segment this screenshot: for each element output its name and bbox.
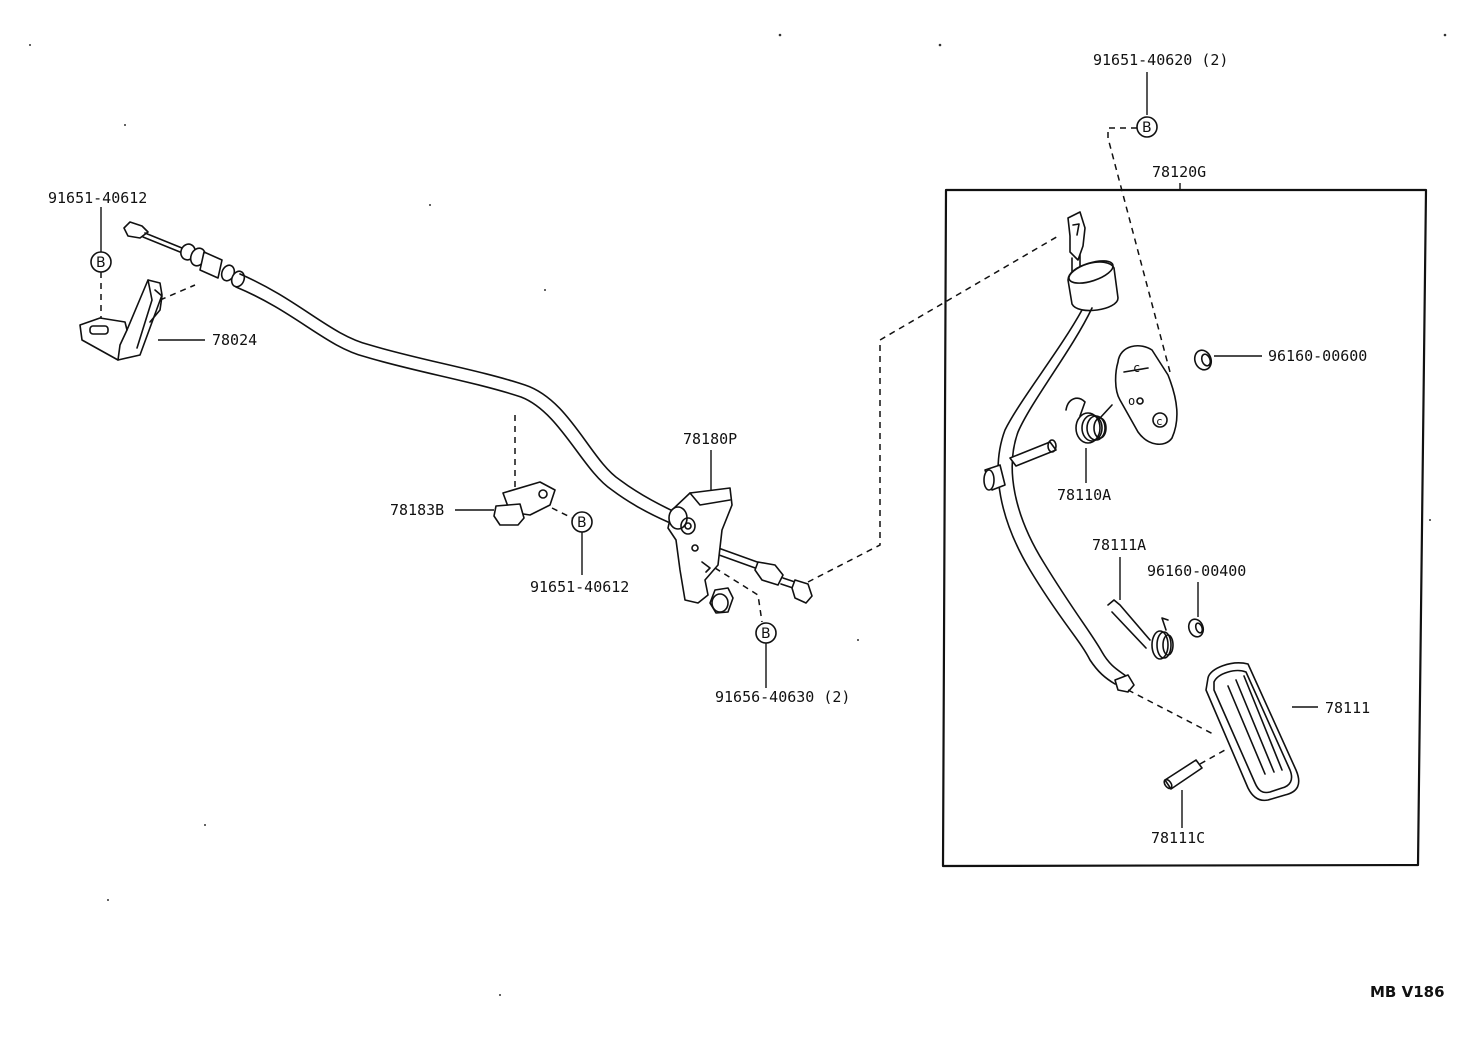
nut-96160-00600 [1193,349,1213,371]
return-spring-78111A [1107,599,1174,660]
bolt-mark: B [1142,120,1152,136]
label-78111: 78111 [1325,699,1370,717]
label-bolt-91651-40612-clamp: 91651-40612 [530,578,629,596]
label-bolt-91651-40612-upper: 91651-40612 [48,189,147,207]
clamp-78183B [493,481,556,526]
torsion-spring-78110A [1065,397,1113,444]
label-78024: 78024 [212,331,257,349]
bolt-mark: B [761,626,771,642]
label-78120G: 78120G [1152,163,1206,181]
pedal-pad-78111 [1205,662,1300,802]
label-78180P: 78180P [683,430,737,448]
label-96160-00600: 96160-00600 [1268,347,1367,365]
pedal-support-plate: c o c [1114,345,1178,445]
bracket-78024 [79,279,163,361]
hole-mark-lower-icon: c [1156,415,1163,428]
bolt-mark: B [577,515,587,531]
pedal-arm [983,211,1135,693]
label-78111A: 78111A [1092,536,1146,554]
label-bolt-91656-40630: 91656-40630 (2) [715,688,850,706]
label-78111C: 78111C [1151,829,1205,847]
sheet-code: MB V186 [1370,983,1445,1001]
pin-78111C [1163,759,1203,790]
bolt-mark: B [96,255,106,271]
bolt-b-circle-icon [1136,116,1158,138]
label-78183B: 78183B [390,501,444,519]
label-96160-00400: 96160-00400 [1147,562,1246,580]
label-78110A: 78110A [1057,486,1111,504]
pedal-assembly-boundary [941,188,1428,868]
cable-bracket-78180P [667,487,734,614]
scan-specks [29,33,1447,996]
nut-96160-00400 [1187,618,1205,638]
hole-mark-upper-icon: c [1133,361,1140,375]
label-bolt-91651-40620: 91651-40620 (2) [1093,51,1228,69]
hole-mark-mid-icon: o [1128,394,1135,408]
accelerator-cable [123,221,813,604]
